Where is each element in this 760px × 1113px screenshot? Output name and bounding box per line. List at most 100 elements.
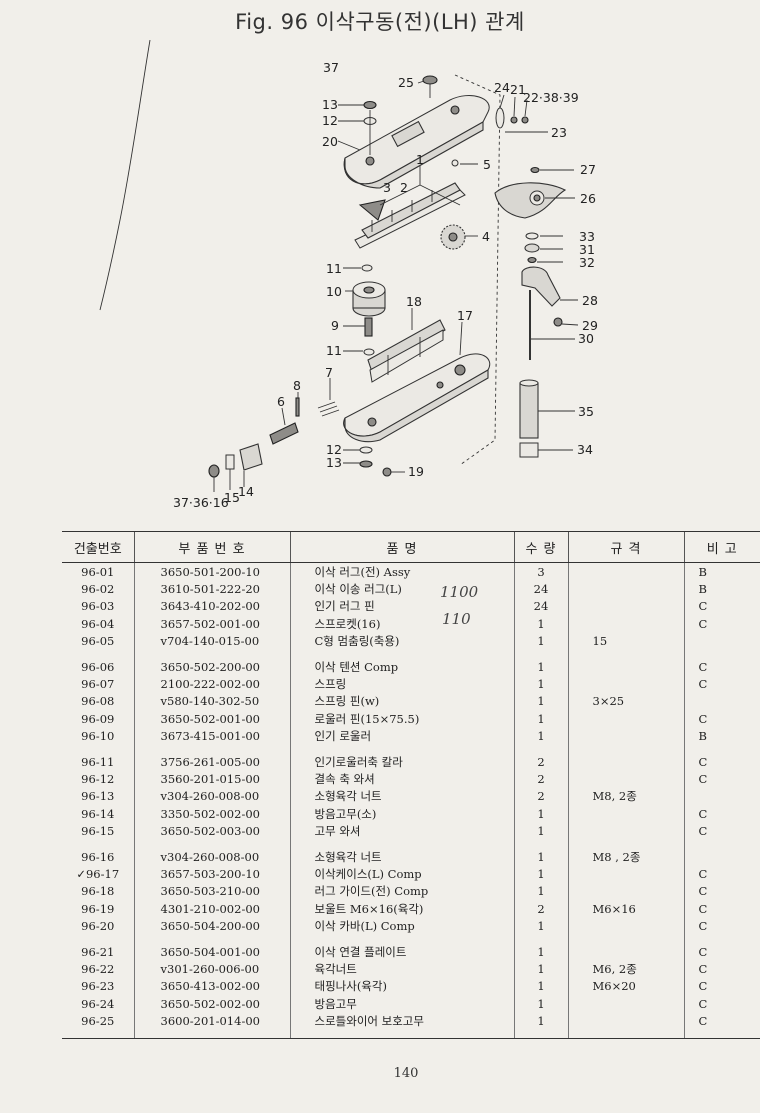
- cell-spec: [567, 805, 684, 823]
- callout-12: 12: [322, 113, 338, 128]
- callout-37-36-16: 37·36·16: [173, 495, 229, 510]
- cell-part-name: 스프링: [289, 675, 514, 693]
- cell-quantity: 1: [513, 727, 568, 745]
- cell-part-number: 4301-210-002-00: [133, 900, 290, 918]
- cell-part-name: 로울러 핀(15×75.5): [289, 710, 514, 728]
- cell-note: C: [683, 1012, 760, 1039]
- lever-arm-part: [521, 266, 561, 307]
- callout-24: 24: [494, 80, 510, 95]
- cell-part-name: 육각너트: [289, 960, 514, 978]
- callout-10: 10: [326, 284, 342, 299]
- cell-spec: 3×25: [567, 692, 684, 711]
- cell-spec: [567, 882, 684, 901]
- cell-part-number: 3650-503-210-00: [133, 882, 290, 901]
- cell-item-no: 96-15: [81, 824, 115, 839]
- cell-item-no: 96-08: [81, 694, 115, 709]
- cell-item-no: 96-06: [81, 659, 115, 674]
- callout-31: 31: [579, 242, 595, 257]
- cell-part-number: 3650-502-200-00: [133, 649, 290, 676]
- cell-part-number: 3650-502-002-00: [133, 994, 290, 1013]
- cell-item-no: 96-13: [81, 789, 115, 804]
- cell-part-number: 3560-201-015-00: [133, 770, 290, 788]
- cell-part-number: 3610-501-222-20: [133, 580, 290, 598]
- header-part-number: 부 품 번 호: [133, 531, 290, 563]
- cell-part-name: 인기 러그 핀: [289, 597, 514, 616]
- callout-19: 19: [408, 464, 424, 479]
- cell-item-no: 96-22: [81, 961, 115, 976]
- cell-quantity: 1: [513, 865, 568, 883]
- cell-part-number: 3657-502-001-00: [133, 615, 290, 633]
- cell-spec: [567, 917, 684, 935]
- callout-18: 18: [406, 294, 422, 309]
- callout-6: 6: [277, 394, 285, 409]
- cell-quantity: 1: [513, 977, 568, 995]
- cell-part-number: 3650-501-200-10: [133, 562, 290, 581]
- callout-9: 9: [331, 318, 339, 333]
- cell-note: B: [683, 580, 760, 598]
- cell-spec: [567, 580, 684, 598]
- cell-spec: [567, 727, 684, 745]
- cell-quantity: 1: [513, 710, 568, 728]
- cell-spec: 15: [567, 632, 684, 650]
- cell-quantity: 2: [513, 900, 568, 918]
- header-item-no: 건출번호: [62, 531, 134, 563]
- callout-1: 1: [416, 152, 424, 167]
- cell-note: C: [683, 649, 760, 676]
- cell-spec: [567, 822, 684, 840]
- roller-part: [352, 281, 386, 317]
- cell-spec: [567, 710, 684, 728]
- cell-part-name: 스프링 핀(w): [289, 692, 514, 711]
- cell-spec: [567, 744, 684, 771]
- cell-note: C: [683, 934, 760, 961]
- cell-spec: M8 , 2종: [567, 839, 684, 866]
- header-spec: 규 격: [567, 531, 684, 563]
- cell-item-no: 96-09: [81, 711, 115, 726]
- cell-quantity: 1: [513, 1012, 568, 1039]
- callout-7: 7: [325, 365, 333, 380]
- cell-quantity: 1: [513, 994, 568, 1013]
- cell-part-number: 3650-413-002-00: [133, 977, 290, 995]
- callout-26: 26: [580, 191, 596, 206]
- cell-note: [683, 692, 760, 711]
- table-header-row: 건출번호 부 품 번 호 품 명 수 량 규 격 비 고: [62, 531, 760, 563]
- cell-quantity: 2: [513, 744, 568, 771]
- callout-27: 27: [580, 162, 596, 177]
- cell-note: C: [683, 822, 760, 840]
- callout-11: 11: [326, 261, 342, 276]
- cell-note: C: [683, 900, 760, 918]
- callout-8: 8: [293, 378, 301, 393]
- header-quantity: 수 량: [513, 531, 568, 563]
- cell-part-number: 3650-504-200-00: [133, 917, 290, 935]
- callout-30: 30: [578, 331, 594, 346]
- callout-11-lower: 11: [326, 343, 342, 358]
- cell-part-name: 방음고무: [289, 994, 514, 1013]
- callout-22-38-39: 22·38·39: [523, 90, 579, 105]
- callout-23: 23: [551, 125, 567, 140]
- cell-item-no: 96-23: [81, 979, 115, 994]
- pencil-mark: [99, 40, 151, 311]
- cell-spec: M8, 2종: [567, 787, 684, 806]
- cell-item-no: 96-19: [81, 901, 115, 916]
- cell-item-no: 96-25: [62, 1012, 134, 1039]
- cell-note: B: [683, 727, 760, 745]
- cell-item-no: 96-03: [81, 599, 115, 614]
- cell-part-name: 이삭 이송 러그(L): [289, 580, 514, 598]
- cell-item-no: 96-18: [81, 884, 115, 899]
- header-note: 비 고: [683, 531, 760, 563]
- cell-quantity: 1: [513, 615, 568, 633]
- callout-13-lower: 13: [326, 455, 342, 470]
- cell-quantity: 1: [513, 882, 568, 901]
- cell-item-no: 96-01: [81, 564, 115, 579]
- callout-21: 21: [510, 82, 526, 97]
- cell-spec: [567, 1012, 684, 1039]
